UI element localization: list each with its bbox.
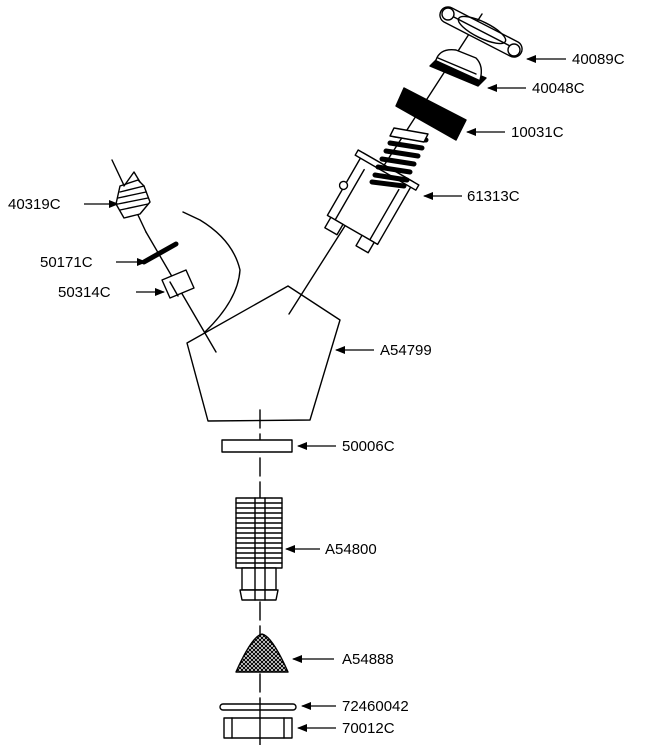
bottom-nut-part xyxy=(223,699,293,745)
label-70012C: 70012C xyxy=(342,720,395,737)
cap-nut-part xyxy=(429,49,487,87)
small-nut-part xyxy=(161,269,195,299)
spring-cap xyxy=(389,127,429,143)
part-labels: 40089C 40048C 10031C 61313C 40319C 50171… xyxy=(8,51,625,737)
mesh-screen-part xyxy=(235,633,289,673)
housing-part xyxy=(324,149,420,254)
label-A54888: A54888 xyxy=(342,651,394,668)
label-50006C: 50006C xyxy=(342,438,395,455)
black-washer-part xyxy=(395,87,467,141)
leader-lines xyxy=(84,55,566,732)
label-50314C: 50314C xyxy=(58,284,111,301)
hex-fitting-part xyxy=(111,159,151,233)
label-A54800: A54800 xyxy=(325,541,377,558)
label-50171C: 50171C xyxy=(40,254,93,271)
gasket-part xyxy=(141,241,179,265)
label-10031C: 10031C xyxy=(511,124,564,141)
label-72460042: 72460042 xyxy=(342,698,409,715)
label-A54799: A54799 xyxy=(380,342,432,359)
o-ring-part xyxy=(439,6,523,58)
label-40048C: 40048C xyxy=(532,80,585,97)
label-40089C: 40089C xyxy=(572,51,625,68)
label-61313C: 61313C xyxy=(467,188,520,205)
label-40319C: 40319C xyxy=(8,196,61,213)
threaded-tube-part xyxy=(235,497,283,601)
flat-washer-part xyxy=(221,439,293,453)
thin-washer-part xyxy=(219,703,297,711)
